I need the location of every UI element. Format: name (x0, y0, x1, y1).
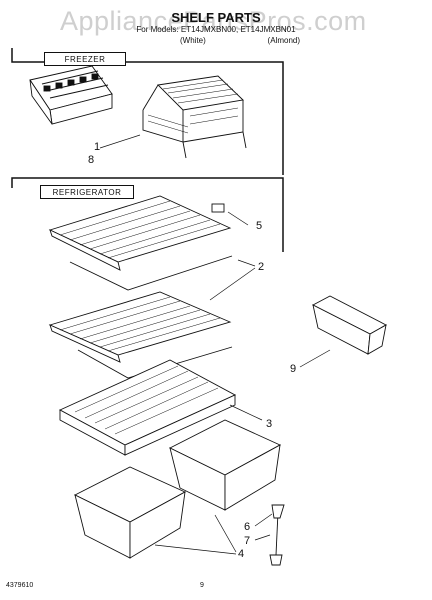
page-title: SHELF PARTS (171, 10, 261, 25)
freezer-section-border (11, 48, 284, 175)
doc-number: 4379610 (6, 582, 34, 589)
ice-cube-tray (29, 65, 113, 125)
watermark: AppliancePartsPros.com (60, 6, 367, 36)
freezer-wire-shelf (142, 75, 247, 159)
crisper-support (269, 504, 285, 566)
color-variants: (White) (Almond) (180, 36, 300, 45)
callout-3: 3 (266, 418, 273, 430)
callout-8: 8 (88, 154, 95, 166)
refrigerator-section-border (11, 177, 284, 252)
door-bin (312, 295, 387, 355)
color-almond: (Almond) (267, 36, 300, 45)
crisper-drawer-left (73, 466, 187, 559)
color-white: (White) (180, 36, 206, 45)
callout-9: 9 (290, 363, 297, 375)
page-number: 9 (200, 582, 204, 589)
leader-lines (99, 134, 331, 555)
freezer-label: FREEZER (44, 52, 126, 66)
callout-4: 4 (238, 548, 245, 560)
model-list: For Models: ET14JMXBN00, ET14JMXBN01 (136, 25, 296, 34)
callout-7: 7 (244, 535, 251, 547)
refrigerator-label: REFRIGERATOR (40, 185, 134, 199)
refrigerator-shelf-middle (48, 291, 233, 379)
shelf-clip (211, 203, 225, 213)
crisper-drawer-right (168, 419, 282, 511)
callout-6: 6 (244, 521, 251, 533)
callout-2: 2 (258, 261, 265, 273)
callout-1: 1 (94, 141, 101, 153)
refrigerator-shelf-upper (48, 195, 233, 291)
callout-5: 5 (256, 220, 263, 232)
crisper-cover (58, 359, 237, 456)
